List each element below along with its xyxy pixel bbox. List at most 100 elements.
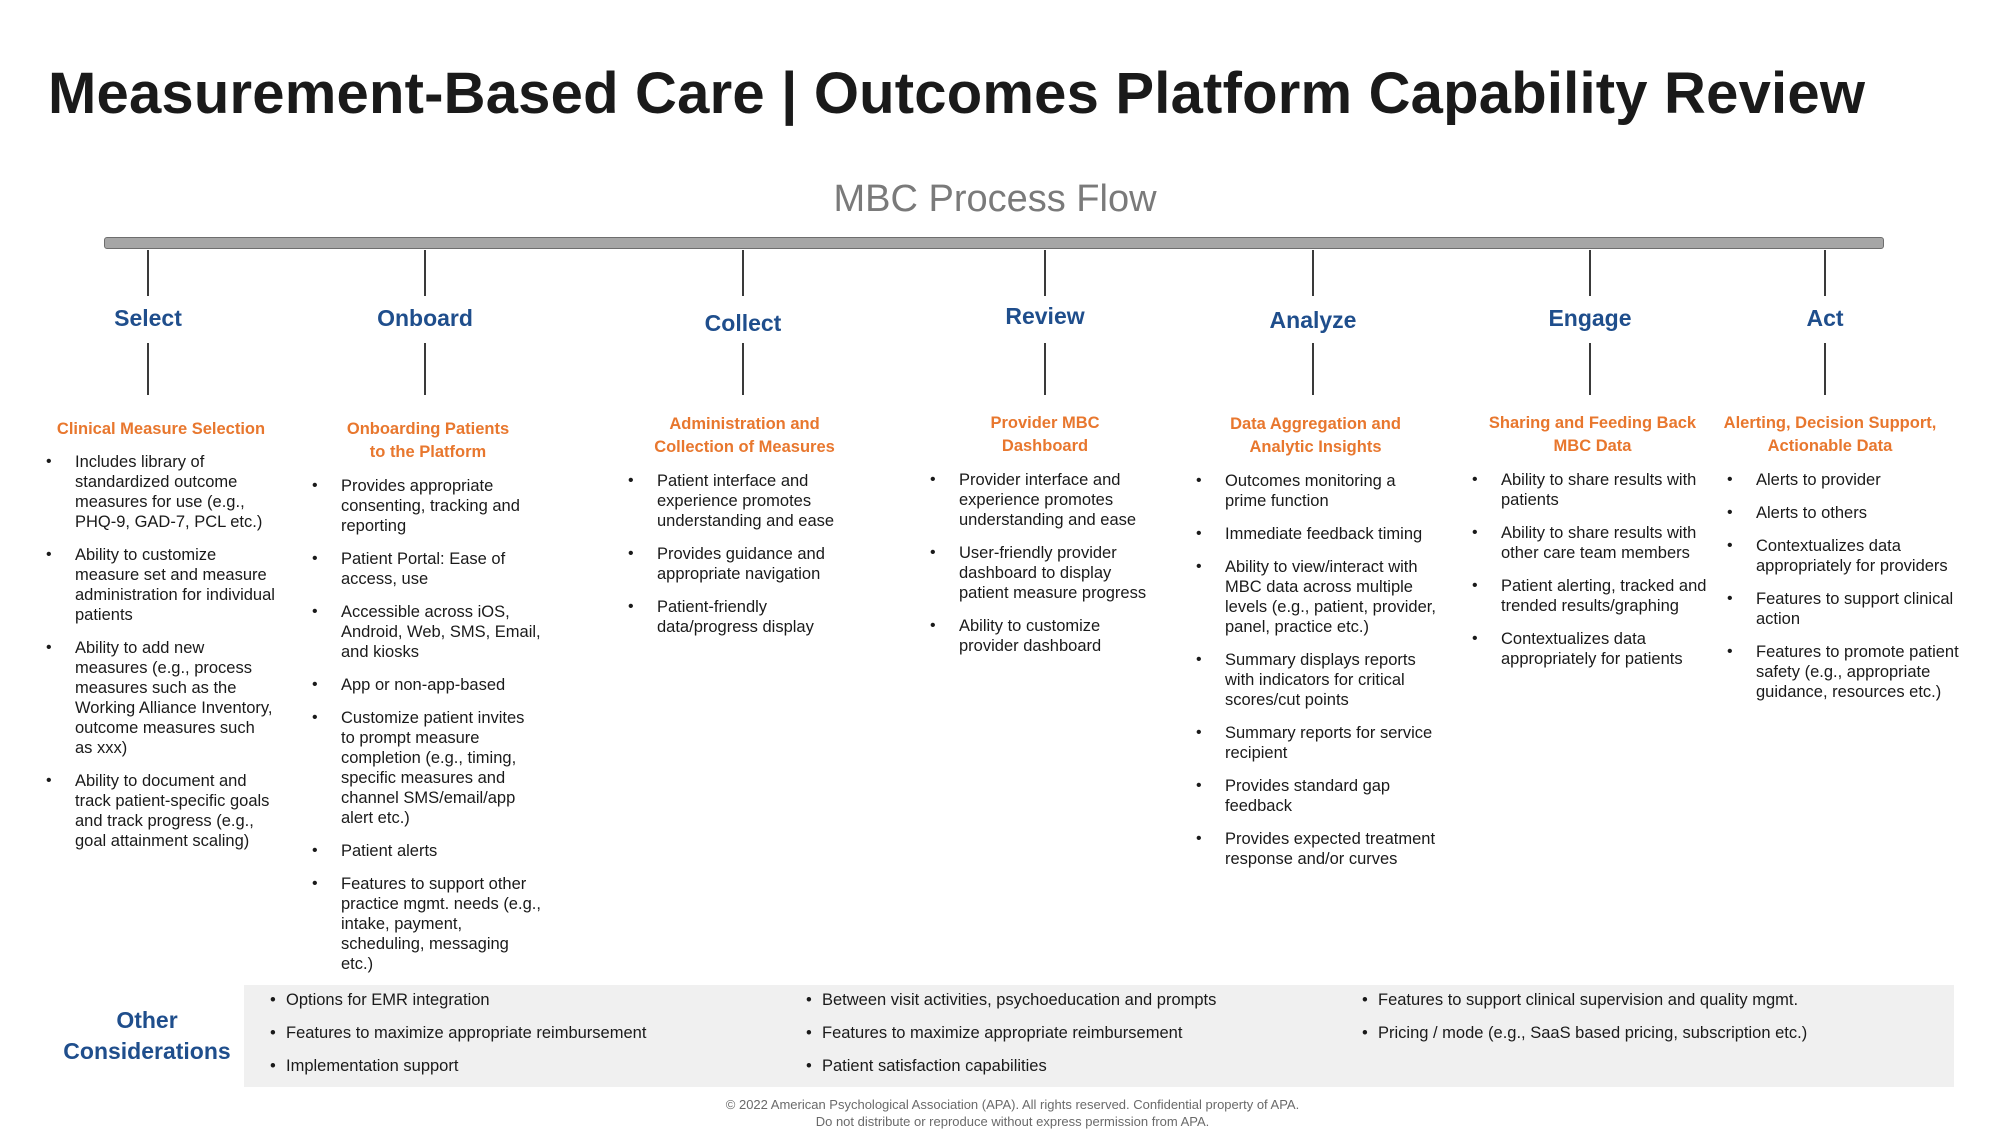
other-list-col-1: Options for EMR integration Features to … [256, 990, 646, 1089]
stage-connector-bottom [742, 343, 744, 395]
capability-item: App or non-app-based [312, 675, 542, 695]
capability-item: Includes library of standardized outcome… [46, 452, 276, 532]
stage-capabilities-onboard: Provides appropriate consenting, trackin… [312, 476, 542, 987]
stage-connector-top [1589, 250, 1591, 296]
subheading-line: Sharing and Feeding Back [1488, 414, 1697, 432]
page-title: Measurement-Based Care | Outcomes Platfo… [48, 61, 1866, 126]
subheading-line: Data Aggregation and [1230, 415, 1401, 433]
stage-connector-top [742, 250, 744, 296]
capability-item: Ability to share results with other care… [1472, 523, 1717, 563]
capability-item: Alerts to provider [1727, 470, 1962, 490]
stage-subheading-act: Alerting, Decision Support, Actionable Da… [1715, 412, 1945, 458]
stage-label-engage: Engage [1548, 305, 1632, 331]
stage-connector-bottom [1312, 343, 1314, 395]
stage-connector-top [1312, 250, 1314, 296]
capability-item: Provides guidance and appropriate naviga… [628, 544, 863, 584]
other-item: Options for EMR integration [256, 990, 646, 1010]
other-item: Patient satisfaction capabilities [792, 1056, 1216, 1076]
capability-item: Patient alerts [312, 841, 542, 861]
timeline-bar [104, 237, 1884, 249]
capability-item: Ability to add new measures (e.g., proce… [46, 638, 276, 758]
stage-label-act: Act [1806, 305, 1844, 331]
other-considerations-label: Other Considerations [52, 1005, 242, 1067]
stage-subheading-review: Provider MBC Dashboard [930, 412, 1160, 458]
stage-capabilities-select: Includes library of standardized outcome… [46, 452, 276, 864]
other-item: Between visit activities, psychoeducatio… [792, 990, 1216, 1010]
capability-item: Ability to document and track patient-sp… [46, 771, 276, 851]
other-list-col-3: Features to support clinical supervision… [1348, 990, 1807, 1056]
capability-item: Alerts to others [1727, 503, 1962, 523]
capability-item: Patient interface and experience promote… [628, 471, 863, 531]
stage-subheading-onboard: Onboarding Patients to the Platform [313, 418, 543, 464]
capability-item: Accessible across iOS, Android, Web, SMS… [312, 602, 542, 662]
stage-label-onboard: Onboard [377, 305, 473, 331]
subheading-line: Dashboard [1001, 437, 1089, 455]
subheading-line: Collection of Measures [654, 438, 835, 456]
capability-item: Immediate feedback timing [1196, 524, 1441, 544]
subheading-line: MBC Data [1553, 437, 1632, 455]
capability-item: Features to promote patient safety (e.g.… [1727, 642, 1962, 702]
capability-item: Ability to share results with patients [1472, 470, 1717, 510]
other-item: Features to maximize appropriate reimbur… [792, 1023, 1216, 1043]
capability-item: Ability to customize provider dashboard [930, 616, 1160, 656]
subheading-line: to the Platform [369, 443, 487, 461]
stage-connector-bottom [1044, 343, 1046, 395]
capability-item: Patient alerting, tracked and trended re… [1472, 576, 1717, 616]
subheading-line: Actionable Data [1767, 437, 1893, 455]
stage-capabilities-review: Provider interface and experience promot… [930, 470, 1160, 669]
capability-item: Ability to customize measure set and mea… [46, 545, 276, 625]
subheading-line: Analytic Insights [1249, 438, 1382, 456]
other-list-col-2: Between visit activities, psychoeducatio… [792, 990, 1216, 1089]
capability-item: Outcomes monitoring a prime function [1196, 471, 1441, 511]
stage-connector-top [147, 250, 149, 296]
stage-connector-bottom [424, 343, 426, 395]
other-item: Implementation support [256, 1056, 646, 1076]
capability-item: Ability to view/interact with MBC data a… [1196, 557, 1441, 637]
capability-item: Customize patient invites to prompt meas… [312, 708, 542, 828]
stage-connector-bottom [147, 343, 149, 395]
copyright-line-1: © 2022 American Psychological Associatio… [725, 1097, 1300, 1112]
stage-label-review: Review [1005, 303, 1085, 329]
stage-capabilities-collect: Patient interface and experience promote… [628, 471, 863, 650]
capability-item: Provider interface and experience promot… [930, 470, 1160, 530]
capability-item: Features to support other practice mgmt.… [312, 874, 542, 974]
subheading-line: Provider MBC [990, 414, 1100, 432]
subheading-line: Alerting, Decision Support, [1723, 414, 1937, 432]
capability-item: Summary reports for service recipient [1196, 723, 1441, 763]
stage-capabilities-analyze: Outcomes monitoring a prime functionImme… [1196, 471, 1441, 882]
capability-item: Summary displays reports with indicators… [1196, 650, 1441, 710]
flow-title: MBC Process Flow [833, 178, 1157, 220]
stage-capabilities-act: Alerts to providerAlerts to othersContex… [1727, 470, 1962, 715]
capability-item: Provides standard gap feedback [1196, 776, 1441, 816]
stage-connector-top [1044, 250, 1046, 296]
stage-connector-bottom [1824, 343, 1826, 395]
capability-item: Provides expected treatment response and… [1196, 829, 1441, 869]
stage-capabilities-engage: Ability to share results with patientsAb… [1472, 470, 1717, 682]
capability-item: Contextualizes data appropriately for pr… [1727, 536, 1962, 576]
stage-subheading-select: Clinical Measure Selection [46, 418, 276, 441]
stage-label-collect: Collect [704, 310, 782, 336]
stage-label-analyze: Analyze [1269, 307, 1357, 333]
subheading-line: Onboarding Patients [346, 420, 510, 438]
stage-connector-top [424, 250, 426, 296]
subheading-line: Clinical Measure Selection [56, 420, 266, 438]
copyright-line-2: Do not distribute or reproduce without e… [815, 1114, 1210, 1129]
capability-item: Provides appropriate consenting, trackin… [312, 476, 542, 536]
capability-item: Features to support clinical action [1727, 589, 1962, 629]
stage-connector-top [1824, 250, 1826, 296]
capability-item: Contextualizes data appropriately for pa… [1472, 629, 1717, 669]
other-item: Features to maximize appropriate reimbur… [256, 1023, 646, 1043]
other-label-line2: Considerations [63, 1038, 231, 1064]
capability-item: Patient-friendly data/progress display [628, 597, 863, 637]
stage-label-select: Select [114, 305, 182, 331]
capability-item: User-friendly provider dashboard to disp… [930, 543, 1160, 603]
other-item: Pricing / mode (e.g., SaaS based pricing… [1348, 1023, 1807, 1043]
other-item: Features to support clinical supervision… [1348, 990, 1807, 1010]
stage-connector-bottom [1589, 343, 1591, 395]
other-label-line1: Other [116, 1007, 178, 1033]
subheading-line: Administration and [669, 415, 820, 433]
capability-item: Patient Portal: Ease of access, use [312, 549, 542, 589]
